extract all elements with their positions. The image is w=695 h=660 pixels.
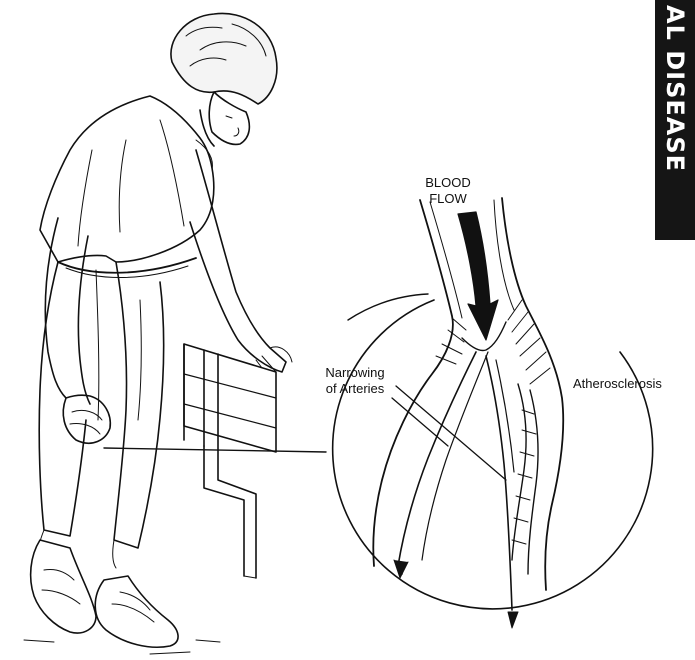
blood-flow-label-line1: BLOOD [408,175,488,191]
magnifier-circle [333,300,653,609]
plaque-deposits [436,300,550,574]
section-side-tab: AL DISEASE [655,0,695,240]
flow-arrow-right [508,612,518,628]
hand-on-calf [63,395,110,443]
blood-flow-arrow [458,212,498,340]
right-shoe [95,576,178,647]
narrowing-of-arteries-label: Narrowing of Arteries [300,365,410,397]
atherosclerosis-label: Atherosclerosis [573,376,662,392]
artery-wall-right [502,198,563,590]
left-shoe [31,540,96,633]
magnified-artery-view [333,198,653,628]
magnifier-connector [104,448,326,452]
shirt [40,96,214,262]
narrowing-leader-1 [392,398,448,446]
section-side-tab-text: AL DISEASE [661,5,689,172]
fence [184,344,276,578]
narrowing-leader-2 [396,386,506,480]
narrowing-label-line2: of Arteries [300,381,410,397]
woman-figure [24,13,292,654]
face [209,92,249,144]
blood-flow-label-line2: FLOW [408,191,488,207]
narrowing-label-line1: Narrowing [300,365,410,381]
blood-flow-label: BLOOD FLOW [408,175,488,207]
hair [171,13,277,104]
